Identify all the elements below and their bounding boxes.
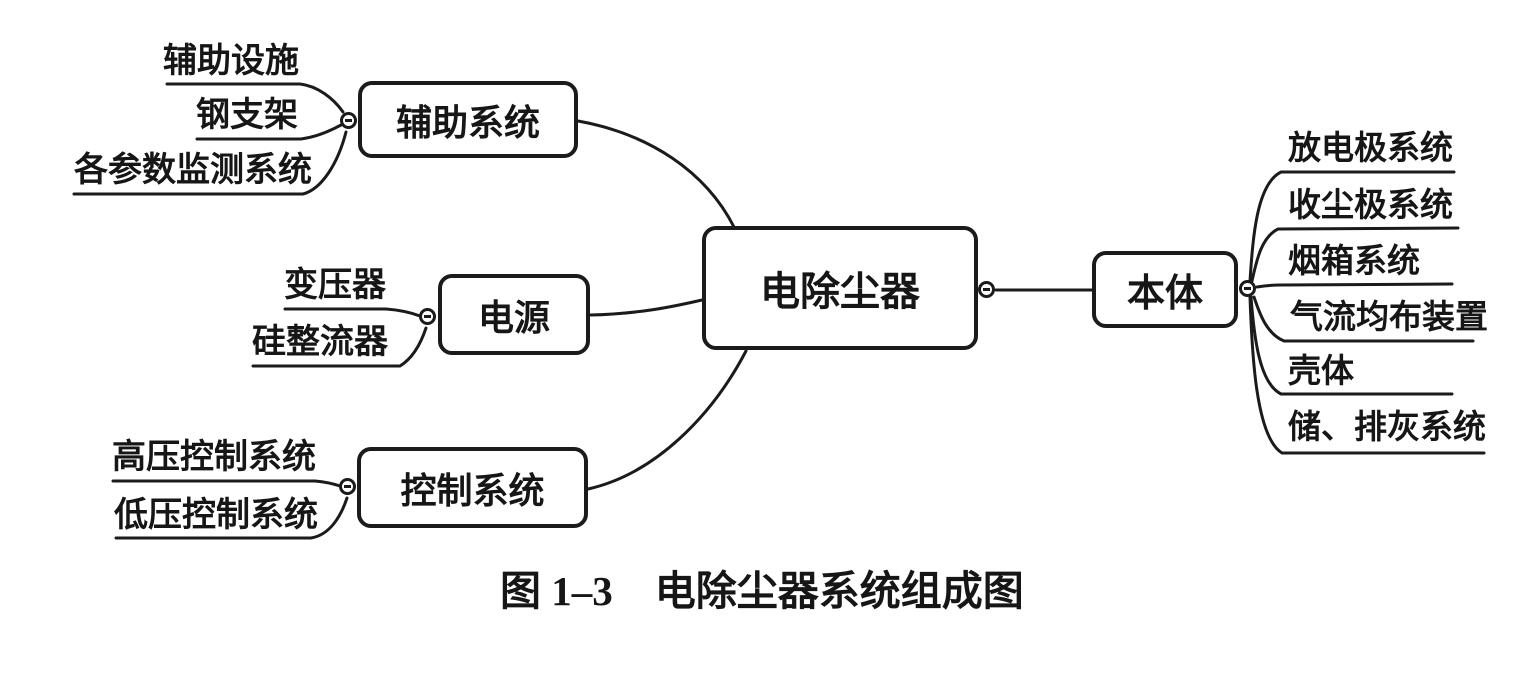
node-root: 电除尘器 [702, 226, 978, 350]
minus-dash-icon [344, 485, 351, 488]
underline-discharge-electrode [1248, 170, 1456, 283]
minus-dash-icon [1244, 287, 1251, 290]
node-power-label: 电源 [477, 297, 550, 338]
underline-parameter-monitoring [72, 130, 348, 196]
leaf-collecting-electrode-system: 收尘极系统 [1288, 188, 1453, 224]
node-body-label: 本体 [1126, 273, 1203, 315]
underline-collecting-electrode [1250, 226, 1460, 283]
node-auxiliary-system: 辅助系统 [358, 81, 578, 158]
underline-gas-distribution [1252, 295, 1475, 343]
node-control-system: 控制系统 [357, 447, 588, 528]
minus-dash-icon [983, 288, 990, 291]
underline-smoke-box [1255, 282, 1454, 289]
collapse-minus-icon-body [1239, 280, 1256, 297]
underline-hv-control [111, 479, 342, 488]
leaf-steel-support: 钢支架 [196, 97, 298, 134]
minus-dash-icon [345, 119, 352, 122]
collapse-minus-icon-control [339, 478, 356, 495]
leaf-parameter-monitoring: 各参数监测系统 [74, 152, 312, 189]
node-root-label: 电除尘器 [760, 269, 920, 314]
underline-silicon-rectifier [251, 326, 428, 368]
leaf-silicon-rectifier: 硅整流器 [252, 324, 388, 361]
leaf-shell: 壳体 [1288, 354, 1354, 390]
underline-steel-support [195, 123, 343, 141]
figure-caption: 图 1–3 电除尘器系统组成图 [500, 568, 1024, 615]
figure-caption-title: 电除尘器系统组成图 [654, 568, 1024, 614]
underline-transformer [283, 307, 422, 318]
collapse-minus-icon-root [978, 281, 995, 298]
underline-shell [1249, 295, 1454, 396]
leaf-ash-storage-discharge-system: 储、排灰系统 [1288, 410, 1486, 446]
connector-control-to-root [586, 349, 748, 491]
collapse-minus-icon-auxiliary [340, 112, 357, 129]
underline-ash-system [1248, 295, 1486, 455]
node-main-body: 本体 [1092, 251, 1238, 328]
underline-auxiliary-facilities [165, 82, 345, 114]
node-auxiliary-label: 辅助系统 [395, 102, 540, 143]
connector-power-to-root [588, 298, 704, 317]
collapse-minus-icon-power [419, 308, 436, 325]
node-power-supply: 电源 [438, 274, 590, 355]
leaf-gas-distribution-device: 气流均布装置 [1290, 300, 1488, 336]
leaf-auxiliary-facilities: 辅助设施 [163, 43, 299, 80]
node-control-label: 控制系统 [400, 470, 545, 511]
underline-lv-control [114, 496, 349, 540]
connector-auxiliary-to-root [576, 119, 736, 229]
minus-dash-icon [424, 315, 431, 318]
figure-caption-number: 图 1–3 [500, 568, 613, 614]
leaf-smoke-box-system: 烟箱系统 [1288, 244, 1420, 280]
leaf-lv-control-system: 低压控制系统 [114, 497, 318, 534]
leaf-hv-control-system: 高压控制系统 [112, 439, 316, 476]
leaf-discharge-electrode-system: 放电极系统 [1288, 131, 1453, 167]
leaf-transformer: 变压器 [284, 267, 386, 304]
